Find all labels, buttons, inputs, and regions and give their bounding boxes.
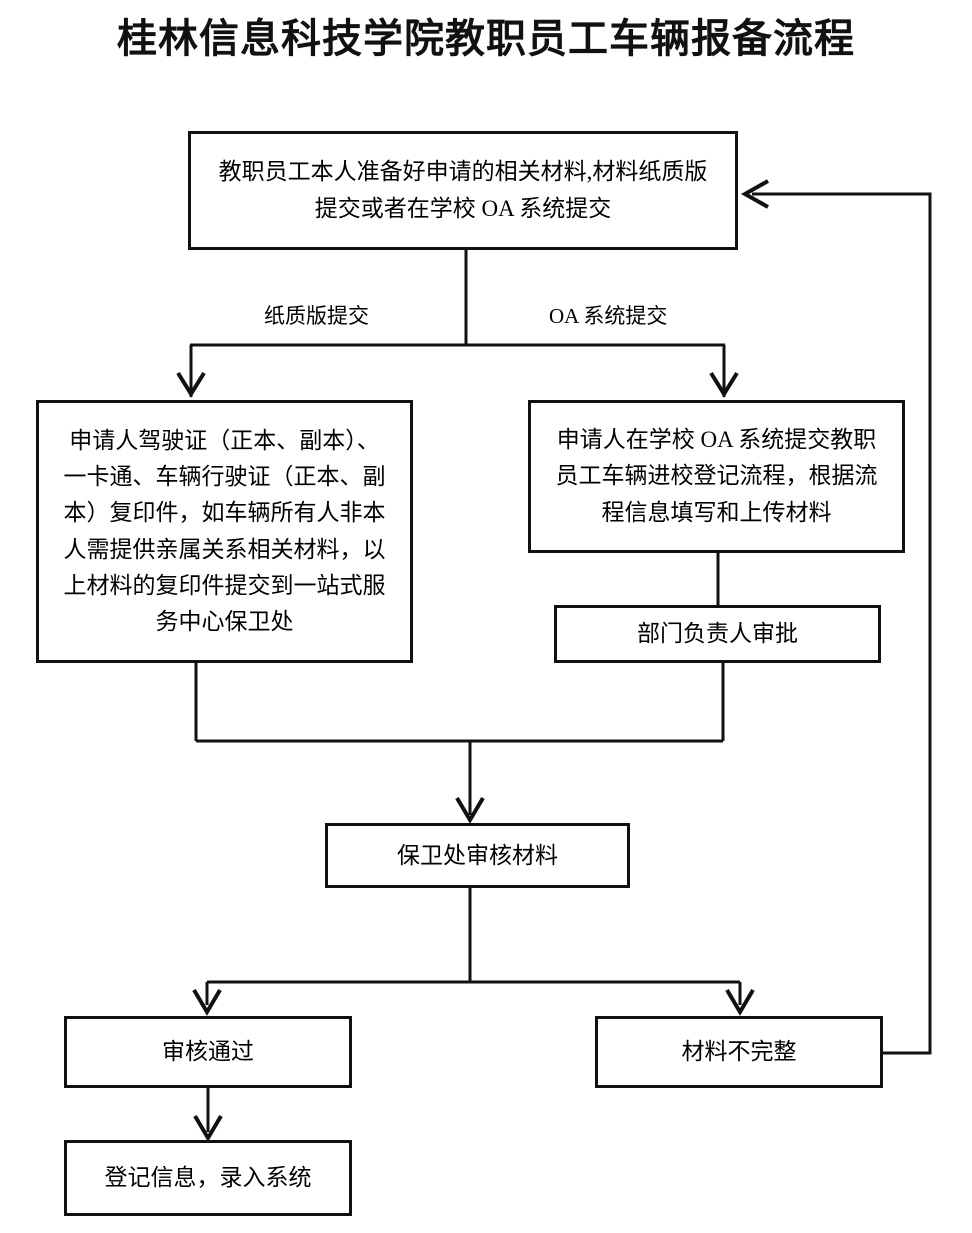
edge-split-to-paper (176, 345, 206, 398)
node-paper-materials-label: 申请人驾驶证（正本、副本）、 一卡通、车辆行驶证（正本、副 本）复印件，如车辆所… (63, 427, 386, 635)
node-security-review-label: 保卫处审核材料 (397, 842, 558, 868)
page-title: 桂林信息科技学院教职员工车辆报备流程 (117, 16, 855, 62)
edge-merge-to-security (196, 739, 723, 824)
node-prepare-materials-label: 教职员工本人准备好申请的相关材料,材料纸质版 提交或者在学校 OA 系统提交 (218, 159, 708, 221)
edge-split-to-oa (709, 345, 739, 398)
node-register-info-label: 登记信息，录入系统 (104, 1165, 312, 1191)
node-department-approval[interactable]: 部门负责人审批 (554, 605, 881, 663)
node-materials-incomplete-label: 材料不完整 (681, 1039, 797, 1065)
node-materials-incomplete[interactable]: 材料不完整 (595, 1016, 883, 1088)
node-review-passed-label: 审核通过 (162, 1039, 254, 1065)
node-oa-submit[interactable]: 申请人在学校 OA 系统提交教职 员工车辆进校登记流程，根据流 程信息填写和上传… (528, 400, 905, 553)
node-paper-materials[interactable]: 申请人驾驶证（正本、副本）、 一卡通、车辆行驶证（正本、副 本）复印件，如车辆所… (36, 400, 413, 663)
node-register-info[interactable]: 登记信息，录入系统 (64, 1140, 352, 1216)
node-oa-submit-label: 申请人在学校 OA 系统提交教职 员工车辆进校登记流程，根据流 程信息填写和上传… (555, 427, 878, 525)
edge-security-to-split (207, 888, 740, 984)
node-security-review[interactable]: 保卫处审核材料 (325, 823, 630, 888)
edge-label-paper-branch: 纸质版提交 (264, 304, 369, 328)
edge-label-oa-branch: OA 系统提交 (549, 304, 668, 328)
edge-split-to-passed (192, 982, 222, 1016)
node-review-passed[interactable]: 审核通过 (64, 1016, 352, 1088)
node-department-approval-label: 部门负责人审批 (637, 621, 798, 647)
node-prepare-materials[interactable]: 教职员工本人准备好申请的相关材料,材料纸质版 提交或者在学校 OA 系统提交 (188, 131, 738, 250)
edge-split-to-incomplete (725, 982, 755, 1016)
edge-prepare-to-split (190, 250, 725, 347)
edge-passed-to-register (193, 1088, 223, 1142)
